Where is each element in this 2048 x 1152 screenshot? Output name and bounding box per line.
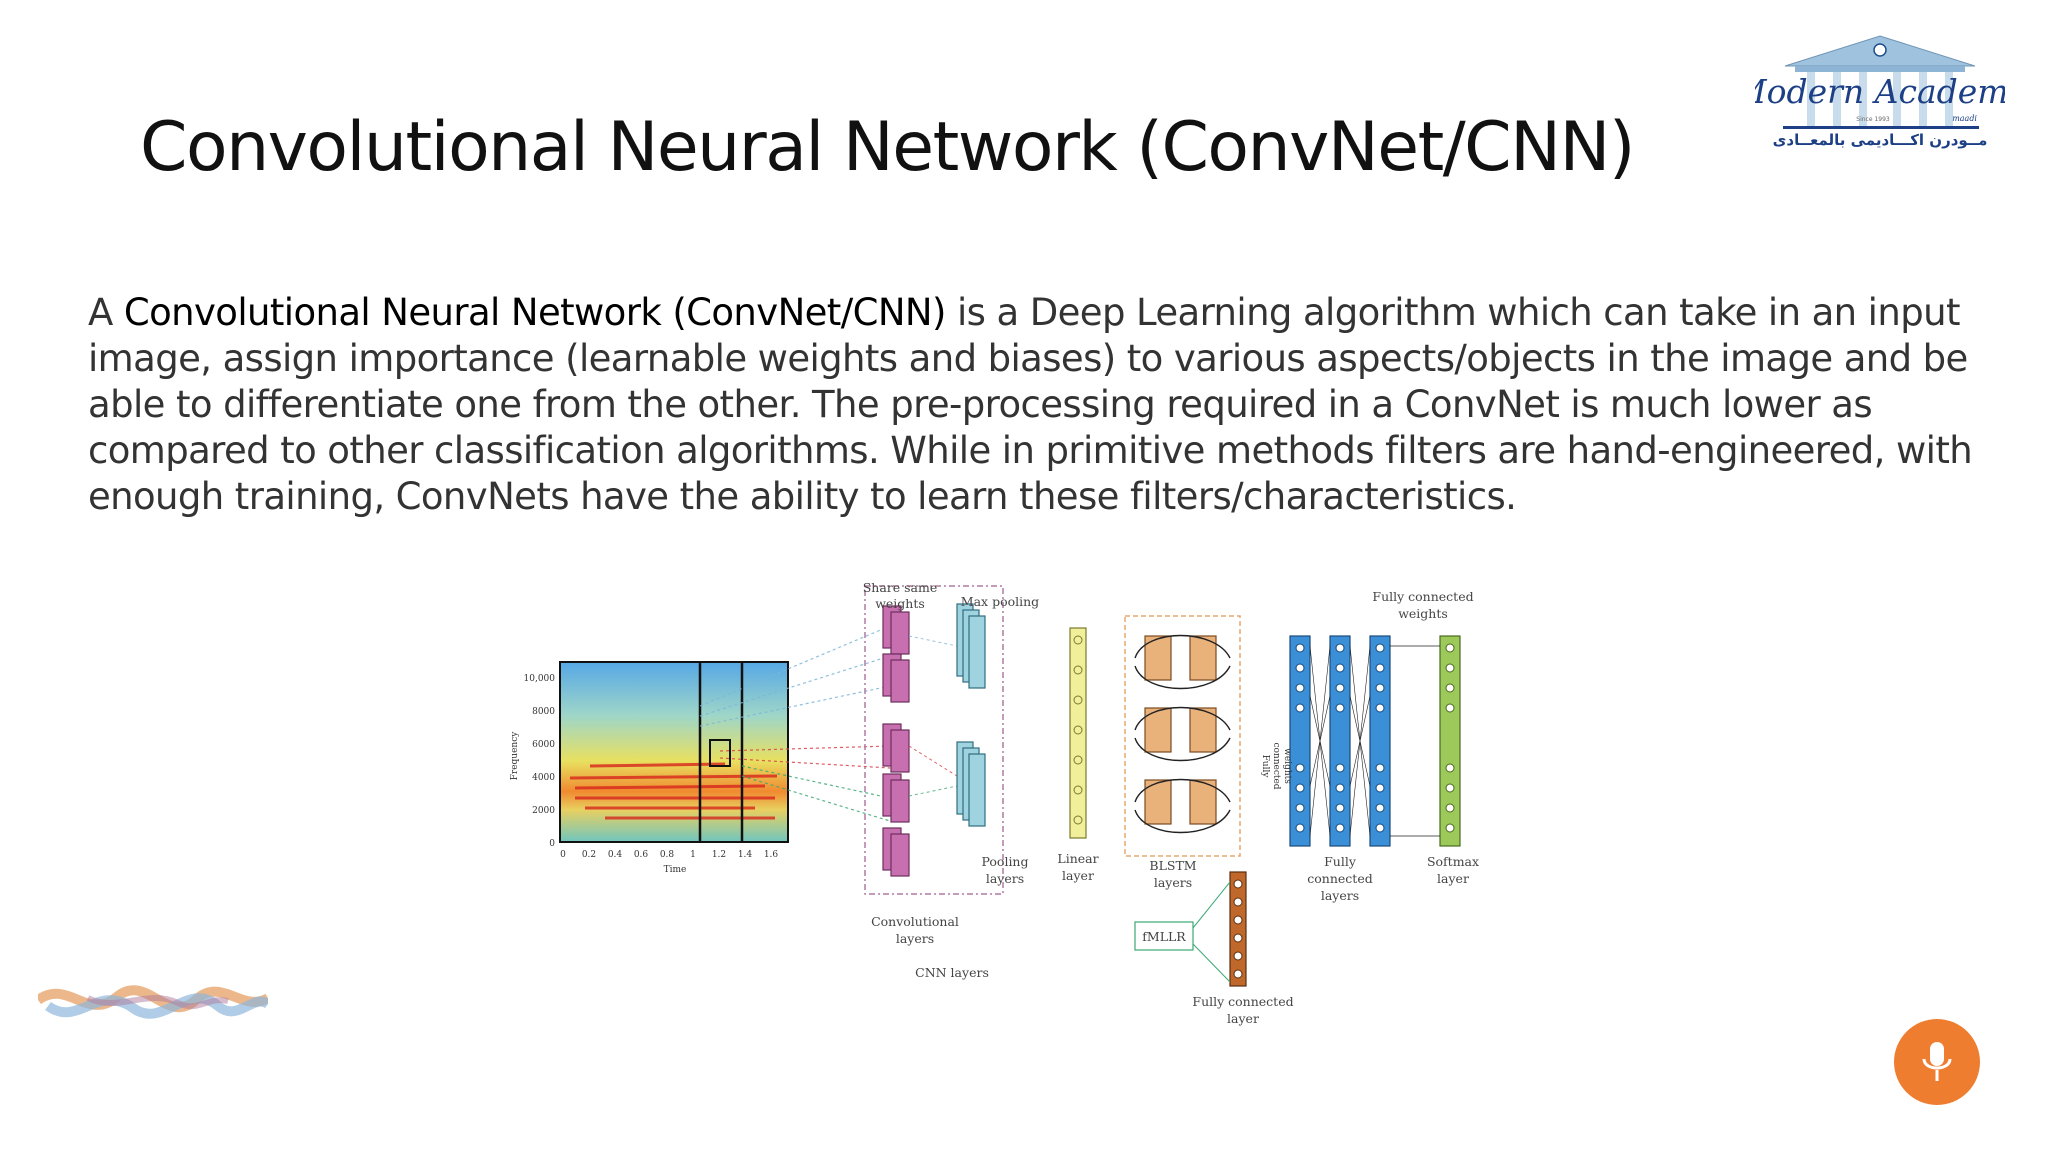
fmllr-label: fMLLR: [1142, 929, 1186, 944]
linear-label-1: Linear: [1057, 851, 1098, 866]
x-axis-ticks: 0 0.2 0.4 0.6 0.8 1 1.2 1.4 1.6: [560, 850, 778, 860]
softmax-layer: [1439, 635, 1461, 847]
max-pooling-label: Max pooling: [961, 594, 1039, 609]
logo-maadi-text: maadi: [1952, 114, 1977, 123]
svg-text:1.6: 1.6: [764, 850, 779, 860]
y-axis-ticks: 10,000 8000 6000 4000 2000 0: [524, 674, 556, 849]
fc-layers: [1289, 635, 1391, 847]
svg-text:1.2: 1.2: [712, 850, 726, 860]
microphone-icon: [1922, 1042, 1952, 1081]
intro-bold-term: Convolutional Neural Network (ConvNet/CN…: [123, 291, 947, 334]
fc-layers-label-2: connected: [1307, 871, 1372, 886]
pooling-layers: [956, 603, 986, 827]
fc-layers-label-3: layers: [1321, 888, 1359, 903]
vertical-fc-2: connected: [1271, 742, 1281, 789]
vertical-fc-3: weights: [1282, 748, 1292, 784]
pooling-label-1: Pooling: [981, 854, 1028, 869]
svg-text:0: 0: [549, 839, 555, 849]
intro-rest: is a Deep Learning algorithm which can t…: [88, 291, 1973, 518]
svg-text:0.4: 0.4: [608, 850, 623, 860]
slide-title: Convolutional Neural Network (ConvNet/CN…: [140, 108, 1635, 187]
fc-layer-label-2: layer: [1227, 1011, 1259, 1026]
svg-text:0: 0: [560, 850, 566, 860]
spectrogram-xlabel: Time: [664, 865, 687, 875]
fc-layers-label-1: Fully: [1324, 854, 1357, 869]
decorative-wave: [38, 985, 268, 1019]
fc-weights-label-1: Fully connected: [1372, 589, 1473, 604]
fc-single-layer: [1229, 871, 1247, 987]
svg-text:8000: 8000: [532, 707, 555, 717]
svg-text:0.6: 0.6: [634, 850, 649, 860]
svg-text:0.8: 0.8: [660, 850, 675, 860]
fc-layer-label-1: Fully connected: [1192, 994, 1293, 1009]
svg-text:1: 1: [690, 850, 696, 860]
linear-label-2: layer: [1062, 868, 1094, 883]
spectrogram-ylabel: Frequency: [510, 731, 520, 781]
conv-label-2: layers: [896, 931, 934, 946]
softmax-label-1: Softmax: [1427, 854, 1479, 869]
blstm-label-2: layers: [1154, 875, 1192, 890]
vertical-fc-1: Fully: [1260, 755, 1270, 779]
conv-layers: [882, 605, 910, 877]
modern-academy-logo: Modern Academy Since 1993 maadi مــودرن …: [1755, 35, 2005, 149]
conv-label-1: Convolutional: [871, 914, 959, 929]
share-same-label-2: weights: [875, 596, 925, 611]
intro-paragraph: A Convolutional Neural Network (ConvNet/…: [88, 290, 2018, 520]
fc-weights-label-2: weights: [1398, 606, 1448, 621]
cnn-layers-label: CNN layers: [915, 965, 989, 980]
intro-prefix: A: [88, 291, 124, 334]
blstm-layers: [1144, 635, 1217, 825]
svg-text:1.4: 1.4: [738, 850, 753, 860]
svg-text:4000: 4000: [532, 773, 555, 783]
svg-text:2000: 2000: [532, 806, 555, 816]
softmax-label-2: layer: [1437, 871, 1469, 886]
spectrogram: [559, 661, 789, 843]
logo-brand-text: Modern Academy: [1755, 72, 2005, 111]
mic-button[interactable]: [1894, 1019, 1980, 1105]
cnn-architecture-diagram: 10,000 8000 6000 4000 2000 0 Frequency 0…: [510, 580, 1479, 1026]
svg-text:10,000: 10,000: [524, 674, 556, 684]
logo-since-text: Since 1993: [1856, 116, 1890, 123]
logo-arabic-text: مــودرن اكـــاديمى بالمعــادى: [1773, 131, 1988, 149]
svg-text:6000: 6000: [532, 740, 555, 750]
fmllr-box: [1134, 921, 1194, 951]
blstm-label-1: BLSTM: [1149, 858, 1196, 873]
linear-layer: [1069, 627, 1087, 839]
share-same-label-1: Share same: [863, 580, 938, 595]
svg-text:0.2: 0.2: [582, 850, 596, 860]
pooling-label-2: layers: [986, 871, 1024, 886]
